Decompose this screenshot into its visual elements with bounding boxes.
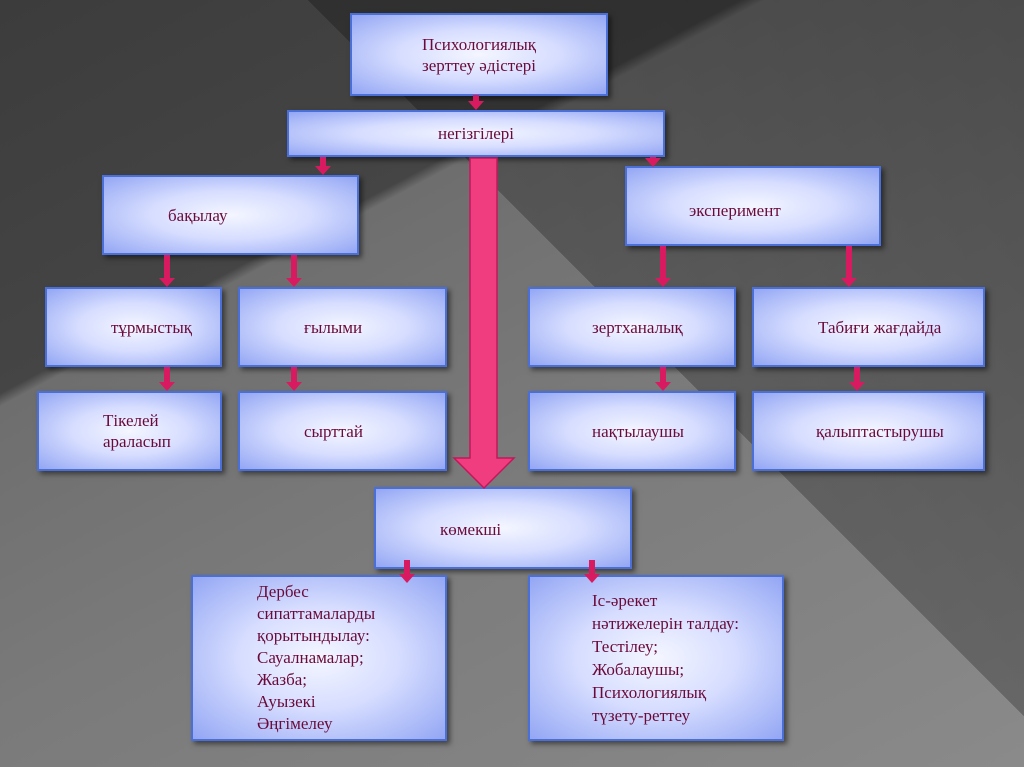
connector-arrow <box>584 560 600 583</box>
connector-arrow <box>841 246 857 287</box>
connector-arrow <box>655 246 671 287</box>
connector-arrow <box>655 367 671 391</box>
node-natural: Табиғи жағдайда <box>752 287 985 367</box>
node-ascertaining: нақтылаушы <box>528 391 736 471</box>
node-observation: бақылау <box>102 175 359 255</box>
connector-arrow <box>159 255 175 287</box>
node-everyday: тұрмыстық <box>45 287 222 367</box>
connector-arrow <box>849 367 865 391</box>
connector-arrow <box>468 95 484 110</box>
node-laboratory: зертханалық <box>528 287 736 367</box>
node-forming: қалыптастырушы <box>752 391 985 471</box>
connector-arrow <box>159 367 175 391</box>
node-auxiliary: көмекші <box>374 487 632 569</box>
node-direct: Тікелей араласып <box>37 391 222 471</box>
node-external: сырттай <box>238 391 447 471</box>
node-root: Психологиялық зерттеу әдістері <box>350 13 608 96</box>
node-experiment: эксперимент <box>625 166 881 246</box>
node-activity: Іс-әрекет нәтижелерін талдау: Тестілеу; … <box>528 575 784 741</box>
node-main: негізгілері <box>287 110 665 157</box>
connector-arrow <box>315 157 331 175</box>
big-arrow-shape <box>452 157 516 490</box>
connector-arrow <box>645 157 661 167</box>
connector-arrow <box>286 255 302 287</box>
node-personal: Дербес сипаттамаларды қорытындылау: Сауа… <box>191 575 447 741</box>
connector-arrow <box>286 367 302 391</box>
node-scientific: ғылыми <box>238 287 447 367</box>
connector-arrow <box>399 560 415 583</box>
